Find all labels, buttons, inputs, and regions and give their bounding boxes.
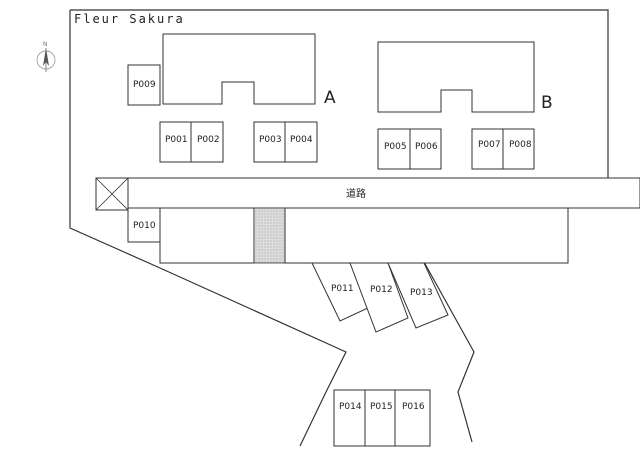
parking-label-p015: P015: [370, 402, 393, 412]
parking-label-p014: P014: [339, 402, 362, 412]
building-b-label: B: [541, 93, 553, 113]
parking-label-p001: P001: [165, 135, 188, 145]
parking-space-p009: [127, 64, 161, 106]
parking-label-p002: P002: [197, 135, 220, 145]
parking-space-p002: [190, 121, 224, 163]
parking-space-p005: [377, 128, 411, 170]
lower-lot-left: [159, 207, 255, 264]
building-b: [377, 41, 535, 113]
road: [127, 177, 640, 209]
parking-label-p012: P012: [370, 285, 393, 295]
building-a: [162, 33, 316, 105]
compass-icon: N: [36, 41, 56, 72]
parking-space-p007: [471, 128, 504, 170]
walkway: [253, 207, 286, 264]
property-boundary: [69, 9, 609, 447]
compass-north-label: N: [43, 41, 48, 48]
road-label: 道路: [346, 187, 366, 200]
parking-space-p010: [127, 207, 161, 243]
parking-space-p001: [159, 121, 192, 163]
parking-label-p003: P003: [259, 135, 282, 145]
parking-label-p006: P006: [415, 142, 438, 152]
parking-label-p010: P010: [133, 221, 156, 231]
parking-space-p008: [502, 128, 535, 170]
parking-label-p016: P016: [402, 402, 425, 412]
parking-label-p013: P013: [410, 288, 433, 298]
parking-space-p012: P012: [349, 262, 409, 333]
parking-space-p016: [394, 389, 431, 447]
site-title: Fleur Sakura: [74, 12, 185, 26]
parking-space-p006: [409, 128, 442, 170]
gate-icon: [95, 177, 129, 211]
parking-label-p011: P011: [331, 284, 354, 294]
parking-space-p004: [284, 121, 318, 163]
parking-space-p015: [364, 389, 396, 447]
parking-label-p007: P007: [478, 140, 501, 150]
building-a-label: A: [324, 88, 336, 108]
parking-label-p009: P009: [133, 80, 156, 90]
property-boundary-right: [423, 261, 475, 443]
parking-space-p013: P013: [387, 262, 449, 329]
parking-space-p014: [333, 389, 366, 447]
parking-label-p008: P008: [509, 140, 532, 150]
parking-label-p005: P005: [384, 142, 407, 152]
lower-lot-right: [284, 207, 569, 264]
parking-label-p004: P004: [290, 135, 313, 145]
